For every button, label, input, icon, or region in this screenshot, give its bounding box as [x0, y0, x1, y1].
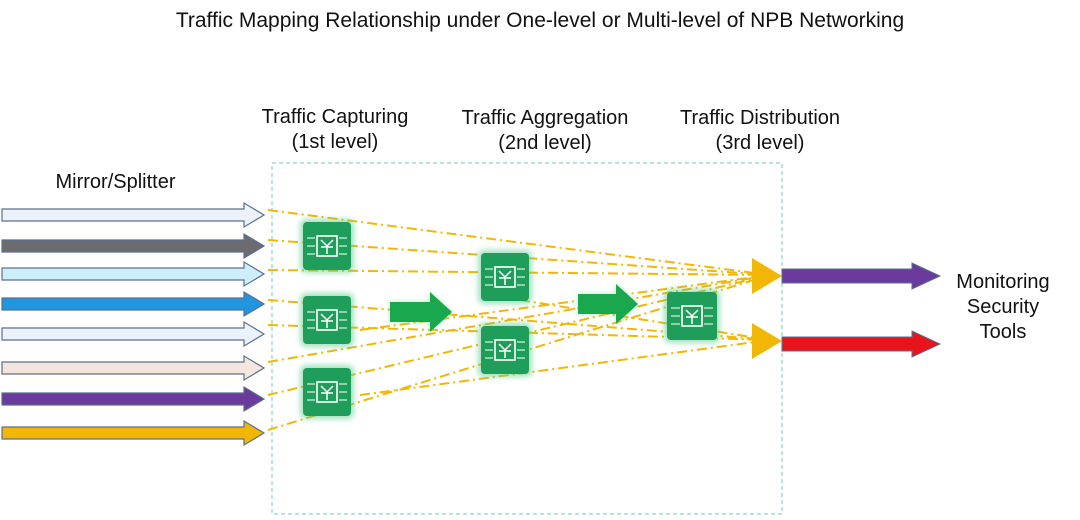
stage-label-distribution: Traffic Distribution (3rd level) [655, 106, 865, 156]
input-traffic-arrow [1, 385, 266, 413]
diagram-title: Traffic Mapping Relationship under One-l… [175, 9, 905, 32]
input-traffic-arrow [1, 419, 266, 447]
tools-label-line-3: Tools [979, 321, 1027, 343]
flow-arrows [390, 284, 638, 332]
stage-label-aggregation: Traffic Aggregation (2nd level) [435, 106, 655, 156]
npb-device-icon [300, 365, 354, 419]
mapping-line [359, 339, 771, 396]
convergence-arrowhead-icon [752, 323, 782, 359]
input-traffic-arrow [1, 320, 266, 348]
npb-device-icon [478, 323, 532, 377]
convergence-arrowheads [752, 258, 782, 359]
npb-device-icon [478, 250, 532, 304]
input-traffic-arrow [1, 232, 266, 260]
input-traffic-arrow [1, 290, 266, 318]
tools-label: Monitoring Security Tools [938, 270, 1068, 345]
tools-label-line-2: Security [966, 296, 1040, 318]
output-traffic-arrow [781, 262, 942, 290]
input-traffic-arrow [1, 260, 266, 288]
npb-device-icon [300, 293, 354, 347]
input-traffic-arrow [1, 201, 266, 229]
flow-arrow-icon [390, 292, 452, 332]
convergence-arrowhead-icon [752, 258, 782, 294]
tools-label-line-1: Monitoring [956, 271, 1050, 293]
input-traffic-arrow [1, 354, 266, 382]
mapping-line [519, 299, 771, 341]
source-label: Mirror/Splitter [55, 171, 176, 193]
stage-aggregation-level: (2nd level) [498, 132, 592, 154]
output-traffic-arrow [781, 330, 942, 358]
stage-aggregation-name: Traffic Aggregation [461, 107, 629, 129]
flow-arrow-icon [578, 284, 638, 324]
stage-distribution-name: Traffic Distribution [679, 107, 841, 129]
stage-label-capturing: Traffic Capturing (1st level) [230, 105, 440, 155]
input-arrows [1, 201, 266, 447]
stage-capturing-name: Traffic Capturing [261, 106, 409, 128]
stage-capturing-level: (1st level) [291, 131, 379, 153]
npb-boundary-box [271, 162, 783, 515]
stage-distribution-level: (3rd level) [715, 132, 805, 154]
output-arrows [781, 262, 942, 358]
npb-device-icon [300, 219, 354, 273]
npb-devices [300, 219, 720, 419]
npb-device-icon [664, 289, 720, 343]
